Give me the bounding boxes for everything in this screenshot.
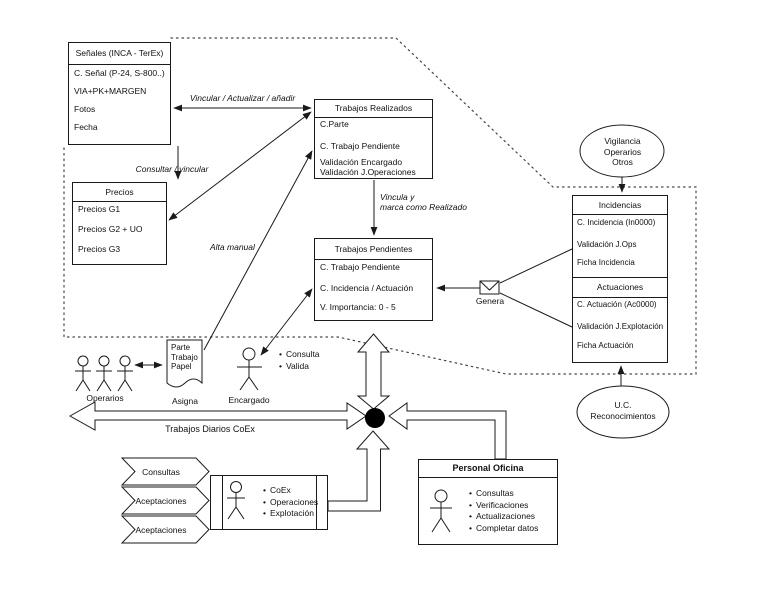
uc-reconocimientos-ellipse: [576, 385, 670, 439]
incidencias-title: Incidencias: [573, 196, 667, 215]
asigna-label: Asigna: [172, 396, 198, 406]
chevron-label-aceptaciones-2: Aceptaciones: [135, 525, 187, 535]
papel-line: Trabajo: [171, 352, 198, 362]
trabajos-pendientes-box: Trabajos Pendientes C. Trabajo Pendiente…: [314, 238, 433, 321]
coex-unit-box: CoEx Operaciones Explotación: [210, 475, 328, 530]
vigilancia-line: Vigilancia: [604, 136, 641, 146]
edge-label-vincula: Vincula y marca como Realizado: [380, 192, 467, 212]
operario-icon: [75, 355, 91, 392]
coex-left-bar: [222, 475, 223, 530]
block-arrow-up-boundary: [356, 333, 391, 410]
trabajos-realizados-row: C.Parte: [320, 119, 349, 129]
personal-oficina-bullet: Consultas: [469, 488, 538, 500]
trabajos-realizados-title: Trabajos Realizados: [315, 100, 432, 118]
paper-document-icon: [166, 339, 203, 388]
personal-oficina-bullet: Completar datos: [469, 523, 538, 535]
precios-row: Precios G3: [78, 244, 121, 254]
uc-line: U.C.: [614, 400, 632, 410]
chevron-aceptaciones-1: [120, 486, 210, 515]
edge-label-vincula-line: Vincula y: [380, 192, 415, 202]
incidencias-row: Validación J.Ops: [577, 240, 637, 249]
precios-box: Precios Precios G1 Precios G2 + UO Preci…: [72, 182, 167, 265]
incidencias-row: Ficha Incidencia: [577, 258, 635, 267]
papel-line: Parte: [171, 343, 191, 352]
actuaciones-subtitle: Actuaciones: [572, 277, 668, 298]
edge-label-genera: Genera: [475, 296, 505, 306]
edge-label-consultar: Consultar / vincular: [135, 164, 209, 174]
precios-title: Precios: [73, 183, 166, 202]
chevron-consultas: [120, 457, 210, 486]
block-arrow-from-coex: [327, 430, 391, 512]
operarios-label: Operarios: [86, 393, 124, 403]
operario-icon: [96, 355, 112, 392]
trabajos-pendientes-row: C. Trabajo Pendiente: [320, 262, 400, 272]
junction-node: [365, 408, 385, 428]
encargado-bullet: Consulta: [279, 348, 320, 360]
trabajos-realizados-row: C. Trabajo Pendiente: [320, 141, 400, 151]
coex-bullet: CoEx: [263, 485, 318, 497]
trabajos-realizados-box: Trabajos Realizados C.Parte C. Trabajo P…: [314, 99, 433, 179]
personal-oficina-bullet: Verificaciones: [469, 500, 538, 512]
edge-label-vincular: Vincular / Actualizar / añadir: [189, 93, 296, 103]
chevron-aceptaciones-2: [120, 515, 210, 544]
personal-oficina-bullet: Actualizaciones: [469, 511, 538, 523]
arrow-precios-realizados: [168, 111, 312, 221]
actuaciones-row: C. Actuación (Ac0000): [577, 300, 657, 309]
vigilancia-ellipse-label: Vigilancia Operarios Otros: [580, 136, 665, 168]
envelope-icon: [479, 280, 500, 295]
actuaciones-row: Validación J.Explotación: [577, 322, 664, 331]
encargado-bullet: Valida: [279, 360, 320, 372]
encargado-label: Encargado: [228, 395, 270, 405]
senales-row: VIA+PK+MARGEN: [74, 86, 147, 96]
coex-bullets: CoEx Operaciones Explotación: [263, 485, 318, 520]
senales-box: Señales (INCA - TerEx) C. Señal (P-24, S…: [68, 42, 171, 145]
vigilancia-line: Otros: [612, 157, 633, 167]
line-actuaciones-envelope-bottom: [499, 292, 573, 328]
personal-oficina-box: Personal Oficina Consultas Verificacione…: [418, 459, 558, 545]
uc-line: Reconocimientos: [590, 411, 656, 421]
precios-row: Precios G1: [78, 204, 121, 214]
operario-icon: [117, 355, 133, 392]
arrow-alta-manual: [203, 150, 313, 351]
line-incidencias-envelope-top: [499, 248, 573, 284]
coex-bullet: Explotación: [263, 508, 318, 520]
encargado-bullets: Consulta Valida: [279, 348, 320, 372]
edge-label-vincula-line: marca como Realizado: [380, 202, 467, 212]
personal-oficina-bullets: Consultas Verificaciones Actualizaciones…: [469, 488, 538, 534]
edge-label-alta-manual: Alta manual: [210, 242, 255, 252]
trabajos-realizados-row: Validación Encargado: [320, 157, 403, 167]
oficina-person-icon: [430, 489, 452, 533]
trabajos-diarios-label: Trabajos Diarios CoEx: [165, 424, 255, 434]
papel-line: Papel: [171, 362, 192, 371]
senales-row: Fotos: [74, 104, 96, 114]
personal-oficina-title: Personal Oficina: [419, 460, 557, 478]
vigilancia-ellipse: [579, 124, 665, 178]
system-boundary-dotted: [63, 37, 697, 375]
trabajos-realizados-row: Validación J.Operaciones: [320, 167, 416, 177]
senales-row: C. Señal (P-24, S-800..): [74, 68, 165, 78]
parte-trabajo-papel-label: Parte Trabajo Papel: [171, 343, 198, 372]
incidencias-box: Incidencias C. Incidencia (In0000) Valid…: [572, 195, 668, 363]
senales-title: Señales (INCA - TerEx): [69, 43, 170, 65]
chevron-label-aceptaciones-1: Aceptaciones: [135, 496, 187, 506]
block-arrow-from-personal-oficina: [388, 402, 507, 460]
precios-row: Precios G2 + UO: [78, 224, 143, 234]
vigilancia-line: Operarios: [603, 146, 642, 157]
trabajos-pendientes-row: V. Importancia: 0 - 5: [320, 302, 396, 312]
incidencias-row: C. Incidencia (In0000): [577, 218, 656, 227]
senales-row: Fecha: [74, 122, 98, 132]
encargado-icon: [237, 347, 262, 391]
trabajos-pendientes-row: C. Incidencia / Actuación: [320, 283, 414, 293]
coex-person-icon: [227, 481, 245, 520]
chevron-label-consultas: Consultas: [142, 467, 180, 477]
coex-bullet: Operaciones: [263, 497, 318, 509]
uc-reconocimientos-label: U.C. Reconocimientos: [577, 400, 669, 422]
trabajos-pendientes-title: Trabajos Pendientes: [315, 239, 432, 260]
arrow-encargado-pendientes: [260, 288, 313, 356]
actuaciones-row: Ficha Actuación: [577, 341, 634, 350]
